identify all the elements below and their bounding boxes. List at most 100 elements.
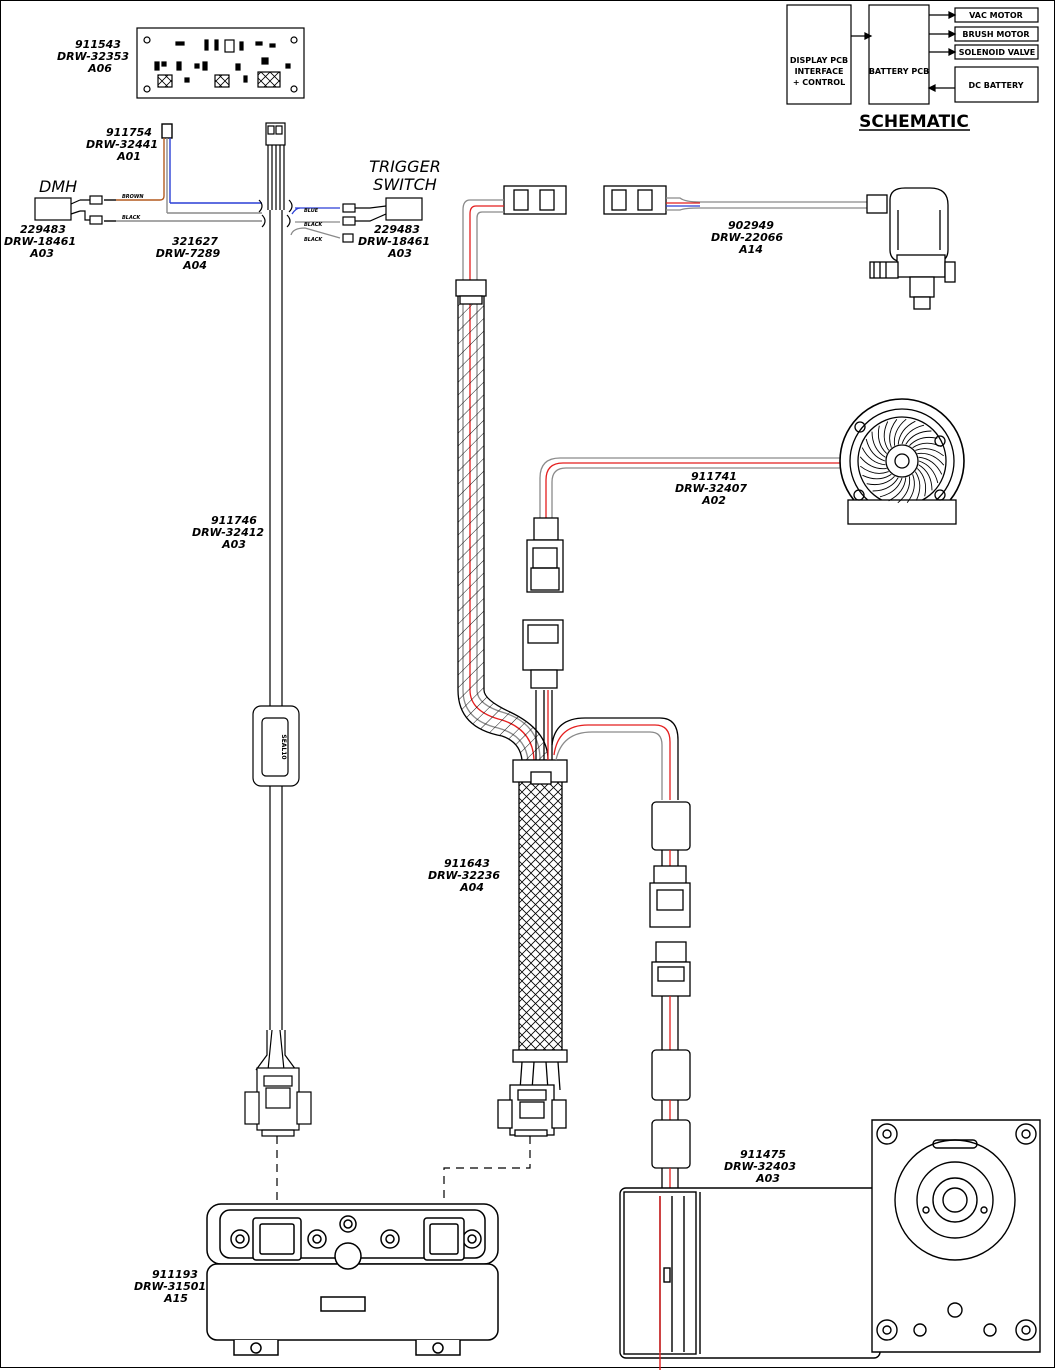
controller-drawing: DRW-31501: [134, 1280, 206, 1293]
dmh-harness-drawing: DRW-32441: [86, 138, 158, 151]
dmh-harness-number: 911754: [106, 126, 152, 139]
fan-blade: [872, 477, 899, 492]
wire-label-black-2: BLACK: [304, 222, 323, 228]
fan-blade: [912, 442, 942, 449]
dmh-cable-rev: A04: [182, 259, 207, 272]
brush-motor-label: BRUSH MOTOR: [962, 30, 1029, 39]
power-harness-drawing: DRW-32236: [428, 869, 500, 882]
fan-blade: [918, 456, 943, 475]
dmh-cable-number: 321627: [172, 235, 218, 248]
fan-blade: [897, 420, 916, 445]
brush-motor-drawing: DRW-32403: [724, 1160, 796, 1173]
dc-battery-label: DC BATTERY: [968, 81, 1023, 90]
dc-battery-box: [954, 66, 1039, 103]
fan-blade: [877, 425, 888, 454]
display-pcb-label-2: INTERFACE: [795, 67, 844, 76]
fan-blade: [862, 473, 892, 480]
brush-motor: [619, 1119, 1041, 1370]
fan-blade: [918, 460, 939, 484]
vac-motor-drawing: DRW-32407: [675, 482, 747, 495]
solenoid-valve: [603, 185, 956, 310]
fan-blade: [897, 476, 911, 504]
display-pcb-box: [786, 4, 852, 105]
dmh-harness-wires: [104, 123, 262, 222]
trigger-drawing: DRW-18461: [358, 235, 430, 248]
trigger-number: 229483: [374, 223, 420, 236]
controller-body: [206, 1203, 499, 1356]
dmh-number: 229483: [20, 223, 66, 236]
fan-blade: [909, 436, 938, 447]
ferrite-text: SEAL10: [280, 734, 287, 759]
fan-blade: [901, 424, 925, 445]
display-pcb-label-1: DISPLAY PCB: [790, 56, 848, 65]
controller-number: 911193: [152, 1268, 198, 1281]
dmh-drawing: DRW-18461: [4, 235, 76, 248]
schematic: [786, 4, 1039, 131]
pcb-drawing: DRW-32353: [57, 50, 129, 63]
fan-blade: [916, 468, 927, 497]
fan-blade: [893, 418, 907, 446]
main-cable-rev: A03: [221, 538, 246, 551]
pcb-part-label: 911543 DRW-32353 A06: [57, 38, 129, 75]
vac-motor: [526, 398, 965, 593]
wire-label-brown: BROWN: [122, 194, 144, 200]
fan-blade: [915, 448, 944, 457]
solenoid-number: 902949: [728, 219, 774, 232]
battery-pcb-box: [868, 4, 930, 105]
wire-label-black-3: BLACK: [304, 237, 323, 243]
controller-rev: A15: [163, 1292, 188, 1305]
fan-blade: [888, 477, 907, 502]
vac-motor-fan-blades: [859, 418, 945, 504]
fan-blade: [917, 452, 945, 466]
fan-blade: [906, 474, 915, 503]
battery-pcb-label: BATTERY PCB: [869, 67, 929, 76]
fan-blade: [889, 419, 898, 448]
vac-motor-label: VAC MOTOR: [969, 11, 1023, 20]
trigger-rev: A03: [387, 247, 412, 260]
dmh-harness-label: 911754 DRW-32441 A01: [86, 126, 158, 163]
schematic-title: SCHEMATIC: [859, 112, 969, 132]
trigger-switch-wires: [290, 207, 341, 239]
solenoid-valve-label: SOLENOID VALVE: [959, 48, 1036, 57]
fan-blade: [914, 471, 921, 501]
display-pcb-label-3: + CONTROL: [793, 78, 845, 87]
wire-label-blue: BLUE: [304, 208, 319, 214]
fan-blade: [871, 431, 886, 458]
brush-motor-number: 911475: [740, 1148, 786, 1161]
fan-blade: [866, 475, 895, 486]
solenoid-drawing: DRW-22066: [711, 231, 783, 244]
dmh-cable-label: 321627 DRW-7289 A04: [156, 235, 221, 272]
fan-blade: [918, 464, 933, 491]
vac-motor-number: 911741: [691, 470, 737, 483]
pcb-rev: A06: [87, 62, 112, 75]
power-harness-number: 911643: [444, 857, 490, 870]
trigger-title-line-1: TRIGGER: [369, 157, 441, 176]
main-cable-number: 911746: [211, 514, 257, 527]
vac-motor-rev: A02: [701, 494, 726, 507]
dmh-cable-drawing: DRW-7289: [156, 247, 221, 260]
connection-dashes: [276, 1136, 531, 1205]
fan-blade: [860, 465, 889, 474]
main-cable: [244, 122, 312, 1137]
pcb-number: 911543: [75, 38, 121, 51]
dmh-title: DMH: [39, 177, 77, 196]
dmh-harness-rev: A01: [116, 150, 141, 163]
solenoid-rev: A14: [738, 243, 763, 256]
dmh-switch-icon: [34, 195, 103, 225]
fan-blade: [905, 430, 932, 445]
fan-blade: [865, 438, 886, 462]
main-cable-drawing: DRW-32412: [192, 526, 264, 539]
display-pcb-board: [136, 27, 305, 99]
brush-motor-rev: A03: [755, 1172, 780, 1185]
fan-blade: [879, 477, 903, 498]
power-harness: [455, 185, 679, 1137]
fan-blade: [883, 421, 890, 451]
brush-motor-harness: [649, 801, 691, 1190]
trigger-title-line-2: SWITCH: [373, 175, 437, 194]
wire-label-black-1: BLACK: [122, 215, 141, 221]
dmh-rev: A03: [29, 247, 54, 260]
power-harness-rev: A04: [459, 881, 484, 894]
trigger-switch-icon: [342, 197, 423, 243]
